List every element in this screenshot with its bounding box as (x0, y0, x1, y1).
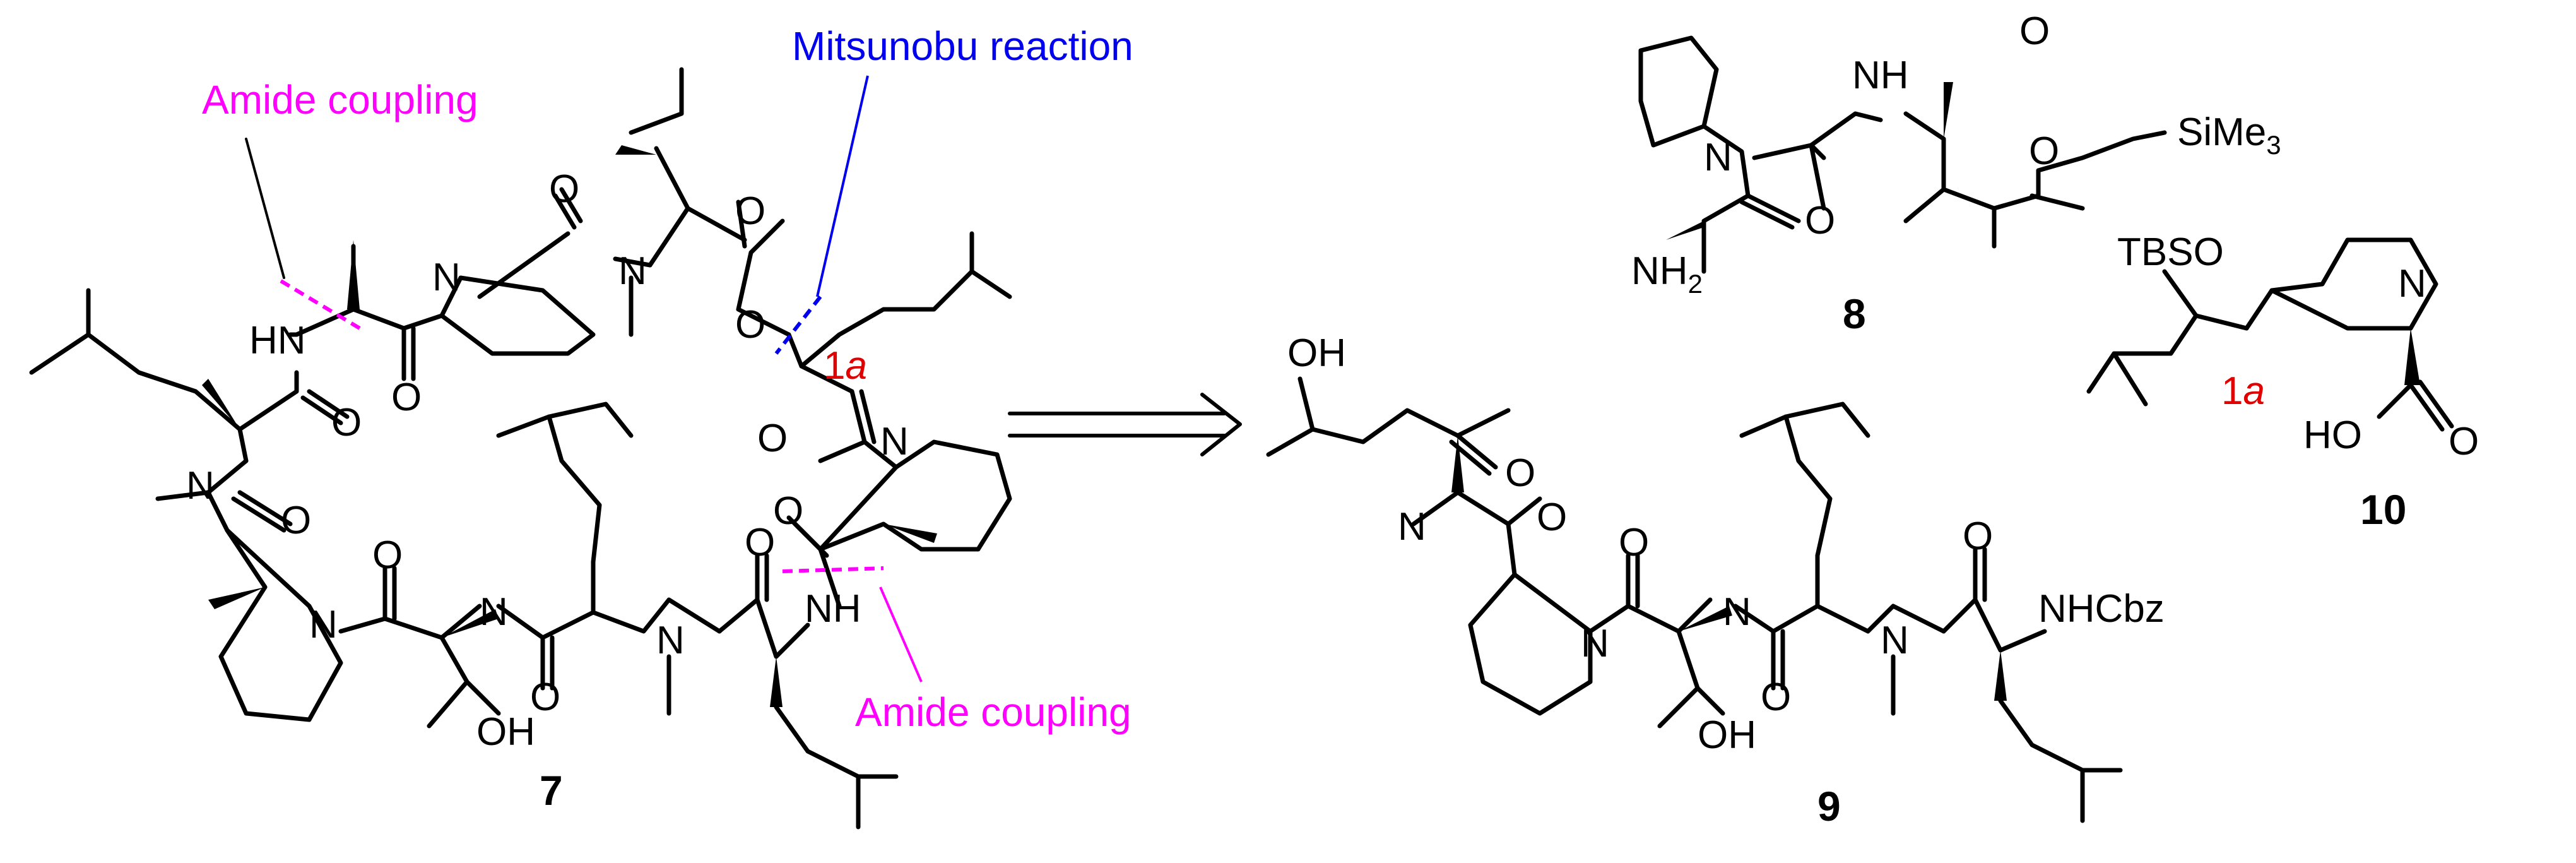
atom-nhcbz: NHCbz (2038, 587, 2165, 631)
atom-o: O (757, 417, 788, 460)
atom-o: O (372, 533, 403, 577)
amide-coupling-top-annotation: Amide coupling (202, 77, 478, 330)
compound-9-structure (1266, 376, 2123, 823)
compound-7-label: 7 (540, 767, 563, 814)
atom-o: O (773, 489, 803, 533)
atom-n: N (1398, 505, 1426, 549)
atom-nh: NH (1852, 54, 1909, 97)
atom-n: N (186, 464, 215, 508)
atom-n: N (1581, 622, 1609, 665)
atom-n: N (880, 420, 909, 463)
atom-o: O (745, 521, 775, 564)
atom-n: N (1704, 136, 1732, 179)
atom-ho: HO (2303, 414, 2362, 457)
compound-7-structure (29, 67, 1012, 830)
compound-10-structure (2086, 237, 2454, 432)
atom-n: N (1723, 590, 1751, 634)
atom-oh: OH (476, 710, 535, 754)
atom-o: O (549, 167, 579, 211)
atom-o: O (391, 376, 422, 419)
atom-o: O (1963, 515, 1993, 558)
atom-o: O (530, 676, 560, 719)
atom-n: N (2398, 262, 2426, 306)
atom-nh: NH (805, 587, 861, 631)
atom-o: O (1537, 496, 1567, 539)
compound-10-label: 10 (2360, 486, 2406, 533)
compound-8-structure (1638, 35, 2167, 274)
atom-oh: OH (1287, 331, 1346, 375)
amide-coupling-top-text: Amide coupling (202, 77, 478, 122)
atom-o: O (281, 499, 311, 542)
position-1a-label: 1a (2221, 369, 2265, 413)
atom-n: N (480, 590, 508, 634)
atom-n: N (656, 619, 685, 662)
atom-oh: OH (1698, 713, 1756, 757)
atom-o: O (2449, 420, 2479, 463)
atom-sime3: SiMe3 (2177, 110, 2281, 160)
position-1a-label: 1a (824, 344, 867, 388)
compound-9-label: 9 (1817, 783, 1841, 830)
atom-o: O (1805, 199, 1835, 242)
atom-n: N (309, 603, 338, 646)
amide-coupling-bottom-annotation: Amide coupling (782, 566, 1131, 735)
atom-o: O (331, 401, 362, 444)
atom-o: O (1505, 451, 1535, 495)
atom-n: N (432, 256, 461, 299)
atom-o: O (1761, 676, 1791, 719)
retrosynthesis-arrow (1008, 393, 1242, 456)
compound-8-label: 8 (1843, 290, 1866, 337)
atom-o: O (1619, 521, 1649, 564)
atom-o: O (2019, 9, 2050, 53)
atom-o: O (735, 189, 765, 233)
atom-o: O (2029, 129, 2059, 173)
atom-n: N (1881, 619, 1909, 662)
atom-n: N (618, 249, 647, 293)
atom-tbso: TBSO (2117, 230, 2224, 274)
atom-nh2: NH2 (1631, 249, 1703, 299)
mitsunobu-annotation: Mitsunobu reaction (774, 23, 1133, 355)
amide-coupling-bottom-text: Amide coupling (855, 689, 1131, 735)
atom-hn: HN (249, 319, 306, 362)
mitsunobu-text: Mitsunobu reaction (792, 23, 1133, 69)
atom-o: O (735, 303, 765, 347)
